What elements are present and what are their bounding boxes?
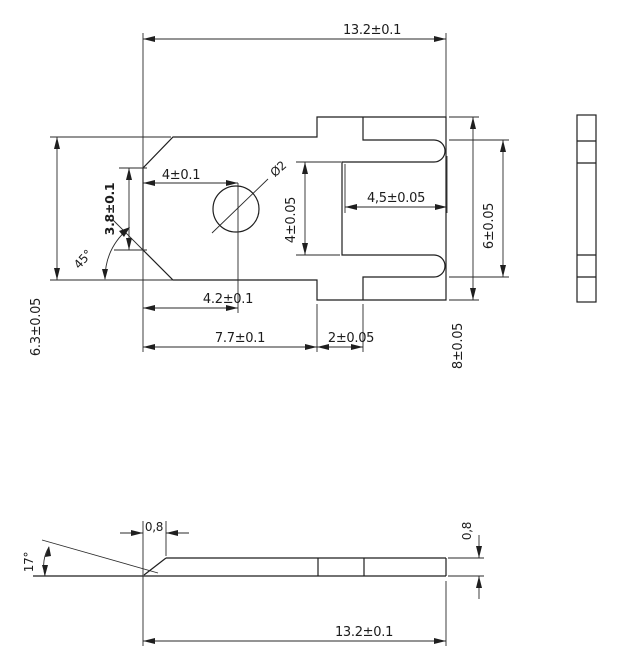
dim-thickness: 0,8: [460, 522, 474, 540]
dim-slots-outer-span: 6±0.05: [482, 203, 497, 249]
dim-slot-length: 4,5±0.05: [367, 191, 425, 206]
arrow-45-bottom: [102, 269, 108, 280]
slot-cutout: [341, 117, 446, 300]
dim-overall-length-bottom: 13.2±0.1: [335, 625, 393, 640]
hole: [212, 185, 260, 233]
top-view: Ø2 13.2±0.1 6.3±0.05 3.8±0.1 4±0.1 45° 4…: [29, 23, 509, 369]
dim-slots-inner-span: 4±0.05: [284, 197, 299, 243]
arrow-17-bottom: [42, 565, 48, 576]
hole-leader-line: [211, 178, 269, 234]
dim-hole-edge-offset: 4.2±0.1: [203, 292, 253, 307]
profile-tip-chamfer: [143, 557, 167, 576]
dim-hole-diameter: Ø2: [268, 158, 290, 179]
dim-neck-length: 2±0.05: [328, 331, 374, 346]
edge-view-outline: [576, 114, 597, 303]
dim-tip-angle: 17°: [22, 552, 36, 572]
dim-blade-height: 6.3±0.05: [29, 298, 44, 356]
bottom-view: 17° 0,8 0,8 13.2±0.1: [22, 520, 484, 646]
dim-blade-length: 7.7±0.1: [215, 331, 265, 346]
dim-overall-length-top: 13.2±0.1: [343, 23, 401, 38]
dim-tip-chamfer-length: 0,8: [145, 520, 163, 534]
dim-hole-offset: 4±0.1: [162, 168, 200, 183]
tip-angle-line: [41, 539, 159, 574]
dim-tip-flat: 3.8±0.1: [102, 183, 117, 236]
arrow-45-top: [119, 227, 130, 237]
dim-body-height: 8±0.05: [451, 323, 466, 369]
arrow-17-top: [45, 546, 51, 557]
dim-chamfer-angle: 45°: [71, 247, 95, 272]
edge-view: [576, 114, 597, 303]
chamfer-extension-line: [112, 219, 144, 251]
